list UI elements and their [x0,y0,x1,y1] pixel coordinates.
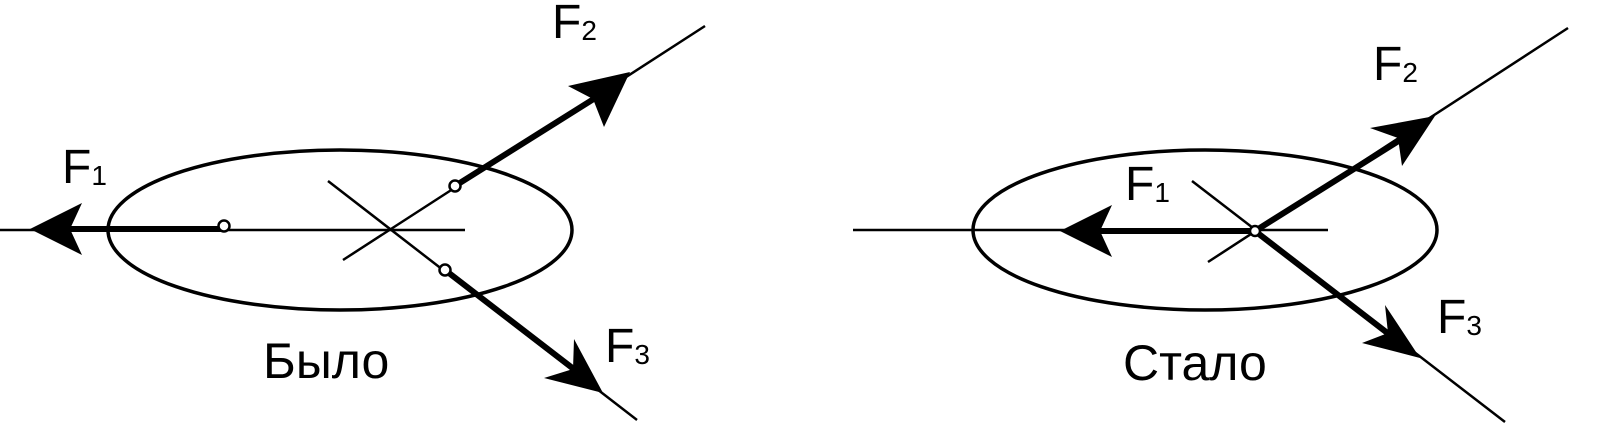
application-point-after [1248,224,1262,238]
force-f3-point-before [438,263,452,277]
force-f2-arrowhead-before [568,72,630,127]
force-f3-shaft-before [443,267,577,373]
force-f3-arrowhead-before [544,339,603,393]
force-f1-label-after: F1 [1125,158,1170,211]
force-f1-label-before: F1 [62,141,107,194]
force-f2-label-before: F2 [552,0,597,49]
caption-before: Было [263,333,389,389]
force-f3-shaft-after [1253,228,1392,338]
force-f1-point-before [217,219,231,233]
force-f1-arrowhead-before [30,203,82,255]
force-f2-label-after: F2 [1373,38,1418,91]
force-f2-shaft-after [1253,134,1407,234]
panel-before: F1 F2 F3 Было [0,0,706,421]
force-f2-shaft-before [453,92,602,189]
force-f3-label-after: F3 [1437,291,1482,344]
panel-after: F1 F2 F3 Стало [853,26,1569,423]
force-f2-arrowhead-after [1370,116,1435,166]
force-f3-label-before: F3 [605,320,650,373]
force-f3-arrowhead-after [1362,305,1420,358]
caption-after: Стало [1123,335,1267,391]
force-f2-point-before [448,179,462,193]
force-f1-arrowhead-after [1060,205,1112,257]
